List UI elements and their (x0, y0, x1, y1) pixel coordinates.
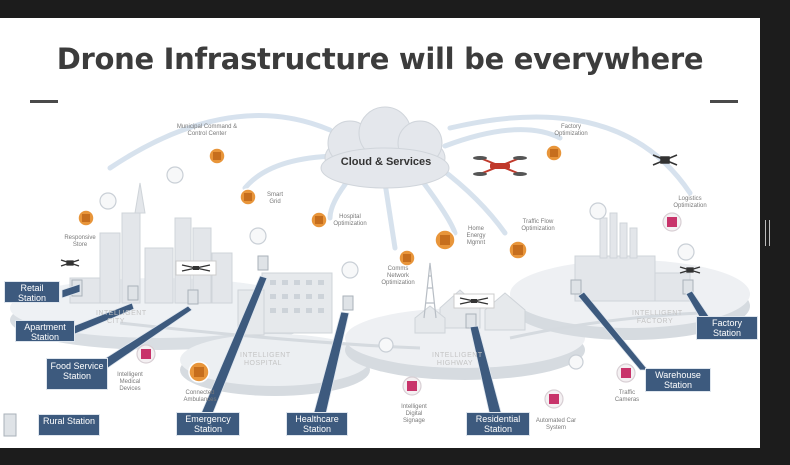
label-intelligent-highway: INTELLIGENT HIGHWAY (432, 352, 483, 367)
label-home-energy: Home Energy Mgmnt (466, 226, 486, 246)
callout-warehouse-station: Warehouse Station (645, 368, 711, 392)
label-traffic-flow: Traffic Flow Optimization (521, 219, 555, 232)
label-intelligent-city: INTELLIGENT CITY (96, 310, 147, 325)
drone-icon-city (175, 260, 217, 276)
callout-emergency-station: Emergency Station (176, 412, 240, 436)
drone-icon-top-right (652, 154, 678, 166)
callout-healthcare-station: Healthcare Station (286, 412, 348, 436)
callout-retail-station: Retail Station (4, 281, 60, 303)
callout-rural-station: Rural Station (38, 414, 100, 436)
slide-title: Drone Infrastructure will be everywhere (56, 42, 704, 76)
label-responsive-store: Responsive Store (64, 235, 96, 248)
label-smart-grid: Smart Grid (266, 192, 283, 205)
label-traffic-cameras: Traffic Cameras (614, 390, 640, 403)
cloud-label: Cloud & Services (340, 156, 432, 168)
label-intelligent-hospital: INTELLIGENT HOSPITAL (240, 352, 291, 367)
comms-tower (423, 262, 437, 319)
callout-apartment-station: Apartment Station (15, 320, 75, 342)
factory-building (574, 212, 691, 302)
infrastructure-illustration (3, 106, 750, 437)
callout-pointers (61, 275, 711, 419)
cloud-shape (320, 106, 450, 189)
callout-residential-station: Residential Station (466, 412, 530, 436)
title-dash-left (30, 100, 58, 103)
connection-arrows (107, 113, 693, 251)
sensor-circle-icons (99, 166, 695, 370)
callout-factory-station: Factory Station (696, 316, 758, 340)
drone-icon-residential (453, 293, 495, 309)
label-comms-network: Comms Network Optimization (381, 266, 415, 286)
label-medical-devices: Intelligent Medical Devices (117, 372, 143, 392)
callout-food-service-station: Food Service Station (46, 358, 108, 390)
label-municipal: Municipal Command & Control Center (176, 124, 238, 137)
label-hospital-optimization: Hospital Optimization (333, 214, 367, 227)
red-drone-icon (473, 156, 527, 176)
label-factory-optimization: Factory Optimization (554, 124, 588, 137)
drone-icon-retail (60, 259, 80, 267)
slide-scroll-handle[interactable] (765, 220, 770, 246)
label-digital-signage: Intelligent Digital Signage (401, 404, 427, 424)
slide: Drone Infrastructure will be everywhere (0, 18, 760, 448)
label-connected-ambulances: Connected Ambulances (183, 390, 217, 403)
label-intelligent-factory: INTELLIGENT FACTORY (632, 310, 683, 325)
drone-icon-factory (679, 266, 701, 274)
title-dash-right (710, 100, 738, 103)
label-logistics-optimization: Logistics Optimization (673, 196, 707, 209)
label-automated-car-system: Automated Car System (535, 418, 577, 431)
